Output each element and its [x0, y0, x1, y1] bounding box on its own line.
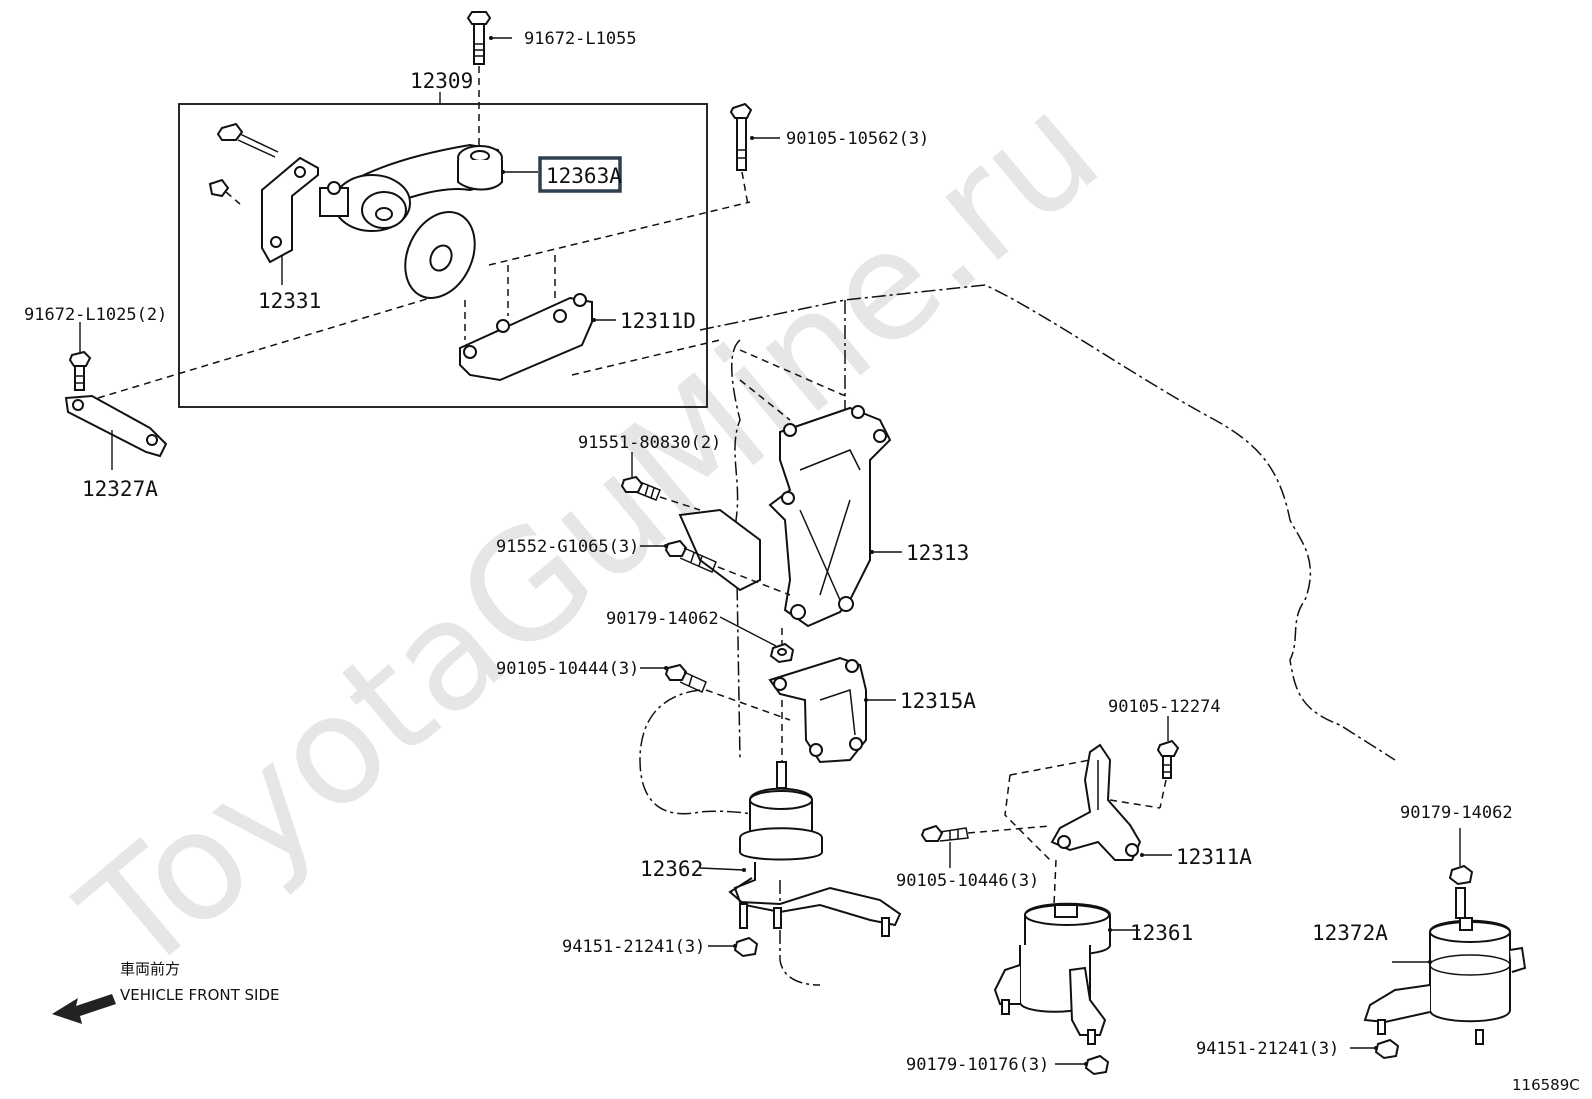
label-12372A[interactable]: 12372A: [1312, 921, 1388, 945]
transmission-outline: [639, 689, 761, 816]
bracket-12311D[interactable]: [459, 293, 593, 382]
bracket-12327A[interactable]: [64, 394, 168, 458]
label-94151-21241-left[interactable]: 94151-21241(3): [562, 937, 705, 957]
bracket-12313[interactable]: [768, 405, 892, 628]
label-12313[interactable]: 12313: [906, 541, 969, 565]
bolt-90105-10444[interactable]: [664, 663, 707, 694]
label-12361[interactable]: 12361: [1130, 921, 1193, 945]
label-91551-80830[interactable]: 91551-80830(2): [578, 433, 721, 453]
label-12362[interactable]: 12362: [640, 857, 703, 881]
engine-mount-12361[interactable]: [993, 902, 1111, 1045]
label-91672-L1025[interactable]: 91672-L1025(2): [24, 305, 167, 325]
plate-12313: [678, 508, 761, 592]
nut-94151-21241-right[interactable]: [1374, 1038, 1400, 1060]
bolt-90105-10446[interactable]: [920, 824, 969, 842]
label-90105-10562[interactable]: 90105-10562(3): [786, 129, 929, 149]
bolt-91672-L1025[interactable]: [68, 350, 92, 391]
bolt-91551-80830[interactable]: [620, 475, 661, 501]
bolt-91672-L1055[interactable]: [466, 11, 492, 65]
bolt-90105-12274[interactable]: [1156, 739, 1180, 779]
label-94151-21241-right[interactable]: 94151-21241(3): [1196, 1039, 1339, 1059]
label-91552-G1065[interactable]: 91552-G1065(3): [496, 537, 639, 557]
highlight-12363A[interactable]: 12363A: [538, 156, 622, 193]
label-90105-10444[interactable]: 90105-10444(3): [496, 659, 639, 679]
nut-90179-14062-right[interactable]: [1448, 864, 1474, 886]
diagram-id: 116589C: [1512, 1076, 1580, 1094]
label-12309[interactable]: 12309: [410, 69, 473, 93]
engine-mount-12372A[interactable]: [1363, 887, 1527, 1045]
label-12311A[interactable]: 12311A: [1176, 845, 1252, 869]
label-12315A[interactable]: 12315A: [900, 689, 976, 713]
label-12331[interactable]: 12331: [258, 289, 321, 313]
bolt-upper-left[interactable]: [216, 122, 279, 158]
washer[interactable]: [392, 201, 488, 310]
direction-japanese: 車両前方: [120, 960, 180, 978]
label-90179-14062-right[interactable]: 90179-14062: [1400, 803, 1513, 823]
label-90105-12274[interactable]: 90105-12274: [1108, 697, 1221, 717]
nut-90179-10176[interactable]: [1084, 1054, 1110, 1076]
bracket-12331[interactable]: [261, 156, 319, 264]
label-12311D[interactable]: 12311D: [620, 309, 696, 333]
label-90179-10176[interactable]: 90179-10176(3): [906, 1055, 1049, 1075]
nut-90179-14062-upper[interactable]: [769, 642, 795, 664]
engine-mount-12362[interactable]: [728, 761, 902, 937]
label-12327A[interactable]: 12327A: [82, 477, 158, 501]
bracket-12311A[interactable]: [1050, 743, 1142, 861]
label-12363A[interactable]: 12363A: [546, 164, 622, 188]
engine-outline: [699, 284, 1396, 761]
direction-english: VEHICLE FRONT SIDE: [120, 986, 280, 1004]
watermark-text: ToyotaGuMine.ru: [51, 62, 1131, 1008]
front-arrow-icon: [52, 994, 116, 1024]
nut-94151-21241-left[interactable]: [733, 936, 759, 958]
torque-rod-12363A[interactable]: [319, 143, 504, 232]
group-box-12309: [178, 103, 708, 408]
label-90179-14062-upper[interactable]: 90179-14062: [606, 609, 719, 629]
vehicle-front-indicator: 車両前方 VEHICLE FRONT SIDE: [52, 960, 280, 1024]
bolt-lower-left[interactable]: [208, 178, 241, 205]
bracket-12315A[interactable]: [768, 656, 867, 764]
bolt-90105-10562[interactable]: [729, 102, 753, 171]
bolt-91552-G1065[interactable]: [664, 539, 717, 573]
label-91672-L1055[interactable]: 91672-L1055: [524, 29, 637, 49]
label-90105-10446[interactable]: 90105-10446(3): [896, 871, 1039, 891]
